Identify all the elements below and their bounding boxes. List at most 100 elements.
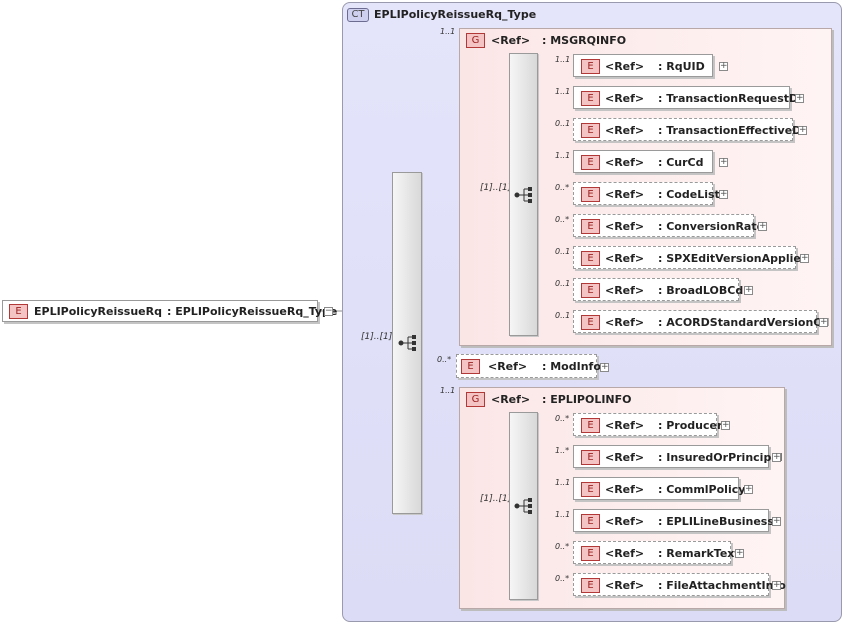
element-badge: E: [581, 546, 600, 561]
element-name: : ACORDStandardVersionCd: [658, 316, 830, 329]
expand-icon[interactable]: +: [772, 516, 781, 526]
group-ref: <Ref>: [491, 393, 531, 406]
element-ref: <Ref>: [605, 124, 645, 137]
element-ref: <Ref>: [605, 547, 645, 560]
root-element-label: EPLIPolicyReissueRq: [34, 305, 162, 318]
element-codelist[interactable]: E <Ref> : CodeList +: [573, 182, 728, 205]
element-ref: <Ref>: [605, 156, 645, 169]
element-badge: E: [581, 91, 600, 106]
element-name: : FileAttachmentInfo: [658, 579, 786, 592]
element-badge: E: [581, 578, 600, 593]
element-cardinality: 0..*: [555, 215, 570, 224]
element-rquid[interactable]: E <Ref> : RqUID +: [573, 54, 728, 77]
element-badge: E: [581, 123, 600, 138]
root-element[interactable]: E EPLIPolicyReissueRq : EPLIPolicyReissu…: [2, 300, 337, 322]
element-cardinality: 1..1: [555, 478, 571, 487]
element-badge: E: [581, 251, 600, 266]
collapse-icon[interactable]: −: [324, 306, 333, 316]
element-spxeditversionapplied[interactable]: E <Ref> : SPXEditVersionApplied +: [573, 246, 809, 269]
element-name: : CurCd: [658, 156, 704, 169]
element-cardinality: 0..1: [555, 119, 571, 128]
element-acordstandardversioncd[interactable]: E <Ref> : ACORDStandardVersionCd +: [573, 310, 829, 333]
group-sequence-cardinality: [1]..[1]: [480, 183, 512, 193]
element-producer[interactable]: E <Ref> : Producer +: [573, 413, 730, 436]
group-badge: G: [466, 33, 485, 48]
element-fileattachmentinfo[interactable]: E <Ref> : FileAttachmentInfo +: [573, 573, 786, 596]
element-ref: <Ref>: [605, 316, 645, 329]
element-cardinality: 1..1: [555, 151, 571, 160]
expand-icon[interactable]: +: [744, 484, 753, 494]
expand-icon[interactable]: +: [719, 189, 728, 199]
element-cardinality: 0..1: [555, 311, 571, 320]
element-name: : InsuredOrPrincipal: [658, 451, 783, 464]
element-transactioneffectivedt[interactable]: E <Ref> : TransactionEffectiveDt +: [573, 118, 807, 141]
element-ref: <Ref>: [605, 252, 645, 265]
element-badge: E: [581, 187, 600, 202]
element-name: : EPLILineBusiness: [658, 515, 774, 528]
group-sequence-cardinality: [1]..[1]: [480, 494, 512, 504]
expand-icon[interactable]: +: [721, 420, 730, 430]
element-commlpolicy[interactable]: E <Ref> : CommlPolicy +: [573, 477, 753, 500]
element-ref: <Ref>: [605, 220, 645, 233]
element-cardinality: 1..1: [555, 55, 571, 64]
element-name: : ConversionRate: [658, 220, 765, 233]
group-cardinality: 1..1: [440, 27, 456, 36]
expand-icon[interactable]: +: [735, 548, 744, 558]
element-ref: <Ref>: [605, 515, 645, 528]
element-ref: <Ref>: [488, 360, 528, 373]
element-badge: E: [581, 59, 600, 74]
element-ref: <Ref>: [605, 419, 645, 432]
element-name: : CodeList: [658, 188, 720, 201]
element-cardinality: 0..*: [437, 355, 452, 364]
element-name: : TransactionEffectiveDt: [658, 124, 807, 137]
group-ref: <Ref>: [491, 34, 531, 47]
element-name: : SPXEditVersionApplied: [658, 252, 809, 265]
element-badge: E: [9, 304, 28, 319]
element-eplilinebusiness[interactable]: E <Ref> : EPLILineBusiness +: [573, 509, 781, 532]
element-ref: <Ref>: [605, 483, 645, 496]
element-insuredorprincipal[interactable]: E <Ref> : InsuredOrPrincipal +: [573, 445, 783, 468]
element-ref: <Ref>: [605, 188, 645, 201]
expand-icon[interactable]: +: [800, 253, 809, 263]
expand-icon[interactable]: +: [798, 125, 807, 135]
element-name: : BroadLOBCd: [658, 284, 744, 297]
element-modinfo[interactable]: E <Ref> : ModInfo +: [456, 354, 609, 378]
element-name: : RemarkText: [658, 547, 740, 560]
expand-icon[interactable]: +: [600, 362, 609, 372]
element-badge: E: [581, 219, 600, 234]
element-cardinality: 1..1: [555, 87, 571, 96]
element-cardinality: 1..1: [555, 510, 571, 519]
expand-icon[interactable]: +: [758, 221, 767, 231]
element-remarktext[interactable]: E <Ref> : RemarkText +: [573, 541, 744, 564]
element-badge: E: [581, 155, 600, 170]
element-ref: <Ref>: [605, 451, 645, 464]
element-cardinality: 0..*: [555, 414, 570, 423]
element-badge: E: [461, 359, 480, 374]
expand-icon[interactable]: +: [719, 157, 728, 167]
expand-icon[interactable]: +: [795, 93, 804, 103]
expand-icon[interactable]: +: [772, 452, 781, 462]
element-ref: <Ref>: [605, 284, 645, 297]
expand-icon[interactable]: +: [719, 61, 728, 71]
element-ref: <Ref>: [605, 60, 645, 73]
group-badge: G: [466, 392, 485, 407]
element-badge: E: [581, 514, 600, 529]
expand-icon[interactable]: +: [819, 317, 828, 327]
group-cardinality: 1..1: [440, 386, 456, 395]
element-transactionrequestdt[interactable]: E <Ref> : TransactionRequestDt +: [573, 86, 804, 109]
element-curcd[interactable]: E <Ref> : CurCd +: [573, 150, 728, 173]
expand-icon[interactable]: +: [744, 285, 753, 295]
sequence-icon: [398, 335, 416, 351]
element-cardinality: 0..1: [555, 247, 571, 256]
element-ref: <Ref>: [605, 579, 645, 592]
element-name: : TransactionRequestDt: [658, 92, 804, 105]
main-sequence-cardinality: [1]..[1]: [361, 332, 393, 342]
expand-icon[interactable]: +: [772, 580, 781, 590]
element-broadlobcd[interactable]: E <Ref> : BroadLOBCd +: [573, 278, 753, 301]
element-cardinality: 0..*: [555, 183, 570, 192]
group-name: : EPLIPOLINFO: [542, 393, 632, 406]
group-name: : MSGRQINFO: [542, 34, 627, 47]
element-conversionrate[interactable]: E <Ref> : ConversionRate +: [573, 214, 767, 237]
sequence-icon: [514, 187, 532, 203]
element-ref: <Ref>: [605, 92, 645, 105]
